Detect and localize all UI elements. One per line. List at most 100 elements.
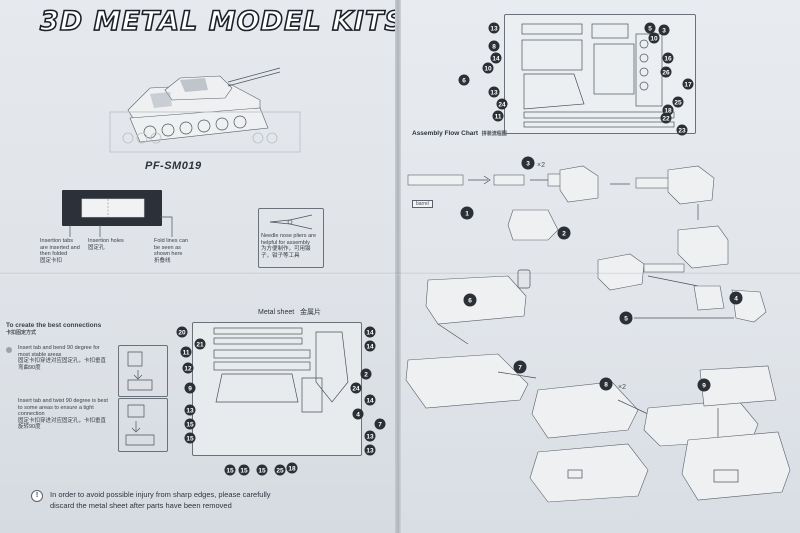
metal-sheet-badge-right: 14 [364, 326, 376, 338]
assembly-step-badge: 7 [513, 360, 527, 374]
assembly-flow-title: Assembly Flow Chart 拼装流程图 [412, 130, 507, 137]
svg-text:25: 25 [276, 467, 284, 474]
metal-sheet-badge-right: 4 [352, 408, 364, 420]
metal-sheet-badge-right: 13 [364, 444, 376, 456]
assembly-step-illustrations [405, 165, 791, 503]
step-3-multiplier: ×2 [537, 162, 545, 169]
tab-twist-illustration [118, 398, 168, 452]
top-sheet-badge-left: 24 [496, 98, 508, 110]
barrel-label: barrel [412, 200, 433, 208]
metal-sheet-badge-bottom: 15 [238, 464, 250, 476]
metal-sheet-badge-bottom: 25 [274, 464, 286, 476]
svg-text:5: 5 [624, 315, 628, 322]
metal-sheet-badge-left: 20 [176, 326, 188, 338]
svg-text:24: 24 [498, 101, 506, 108]
top-sheet-badge-left: 14 [490, 52, 502, 64]
top-sheet-badge-right: 16 [662, 52, 674, 64]
metal-sheet-badge-bottom: 15 [256, 464, 268, 476]
top-sheet-badge-left: 6 [458, 74, 470, 86]
metal-sheet-badge-bottom: 18 [286, 462, 298, 474]
left-instruction-page: 3D METAL MODEL KITS PF-SM019 Insertion t… [0, 0, 398, 533]
warning-icon: ! [31, 490, 43, 502]
top-sheet-badge-right: 23 [676, 124, 688, 136]
tank-illustration [127, 67, 281, 143]
top-sheet-badge-right: 17 [682, 78, 694, 90]
svg-text:6: 6 [462, 77, 466, 84]
metal-sheet-badge-right: 14 [364, 340, 376, 352]
metal-sheet-badge-right: 14 [364, 394, 376, 406]
metal-sheet-badge-right: 2 [360, 368, 372, 380]
assembly-step-badge: 2 [557, 226, 571, 240]
svg-text:8: 8 [492, 43, 496, 50]
model-code: PF-SM019 [145, 160, 202, 172]
metal-sheet-badge-bottom: 15 [224, 464, 236, 476]
connections-tip-2: Insert tab and twist 90 degree is best t… [18, 398, 108, 430]
faint-parts-sheet [109, 111, 301, 153]
assembly-step-badge: 4 [729, 291, 743, 305]
center-fold [395, 0, 401, 533]
svg-text:3: 3 [526, 160, 530, 167]
warning-text: In order to avoid possible injury from s… [50, 490, 271, 510]
metal-sheet-badge-left: 12 [182, 362, 194, 374]
svg-text:12: 12 [184, 365, 192, 372]
svg-text:15: 15 [240, 467, 248, 474]
top-sheet-badge-right: 25 [672, 96, 684, 108]
legend-insertion-tabs: Insertion tabs are inserted and then fol… [40, 238, 80, 264]
metal-sheet-badge-left: 11 [180, 346, 192, 358]
brand-logo: 3D METAL MODEL KITS [39, 5, 398, 38]
svg-text:18: 18 [664, 107, 672, 114]
svg-text:9: 9 [702, 382, 706, 389]
step-8-multiplier: ×2 [618, 384, 626, 391]
svg-text:2: 2 [364, 371, 368, 378]
metal-sheet-badge-left: 21 [194, 338, 206, 350]
svg-text:2: 2 [562, 230, 566, 237]
svg-text:1: 1 [465, 210, 469, 217]
metal-sheet-badge-left: 13 [184, 404, 196, 416]
tab-bend-diagram [127, 351, 153, 391]
svg-text:17: 17 [684, 81, 692, 88]
svg-text:7: 7 [518, 364, 522, 371]
top-sheet-badge-left: 11 [492, 110, 504, 122]
top-sheet-badge-right: 3 [658, 24, 670, 36]
svg-text:6: 6 [468, 297, 472, 304]
metal-sheet-badge-left: 15 [184, 432, 196, 444]
svg-text:11: 11 [183, 349, 190, 356]
connections-bullet-dot [6, 347, 12, 353]
svg-text:5: 5 [648, 25, 652, 32]
pliers-box [258, 208, 324, 268]
svg-text:4: 4 [734, 295, 738, 302]
svg-text:20: 20 [178, 329, 186, 336]
svg-text:16: 16 [664, 55, 672, 62]
assembly-step-badge: 8 [599, 377, 613, 391]
top-sheet-badge-left: 13 [488, 22, 500, 34]
svg-text:21: 21 [196, 341, 204, 348]
top-sheet-badge-right: 22 [660, 112, 672, 124]
svg-text:23: 23 [678, 127, 686, 134]
tab-bend-illustration [118, 345, 168, 397]
svg-text:13: 13 [490, 25, 498, 32]
svg-text:8: 8 [604, 381, 608, 388]
svg-text:24: 24 [352, 385, 360, 392]
assembly-step-badge: 9 [697, 378, 711, 392]
svg-text:15: 15 [186, 435, 194, 442]
legend-part-outline [81, 198, 145, 218]
assembly-step-badge: 1 [460, 206, 474, 220]
metal-sheet-badge-left: 9 [184, 382, 196, 394]
top-sheet-badge-right: 26 [660, 66, 672, 78]
svg-text:15: 15 [226, 467, 234, 474]
svg-text:25: 25 [674, 99, 682, 106]
svg-text:9: 9 [188, 385, 192, 392]
metal-sheet-badge-right: 24 [350, 382, 362, 394]
metal-sheet-badge-left: 15 [184, 418, 196, 430]
assembly-step-badge: 6 [463, 293, 477, 307]
svg-text:10: 10 [650, 35, 658, 42]
svg-text:11: 11 [495, 113, 502, 120]
svg-text:14: 14 [366, 343, 374, 350]
pliers-text: Needle nose pliers are helpful for assem… [261, 233, 317, 259]
